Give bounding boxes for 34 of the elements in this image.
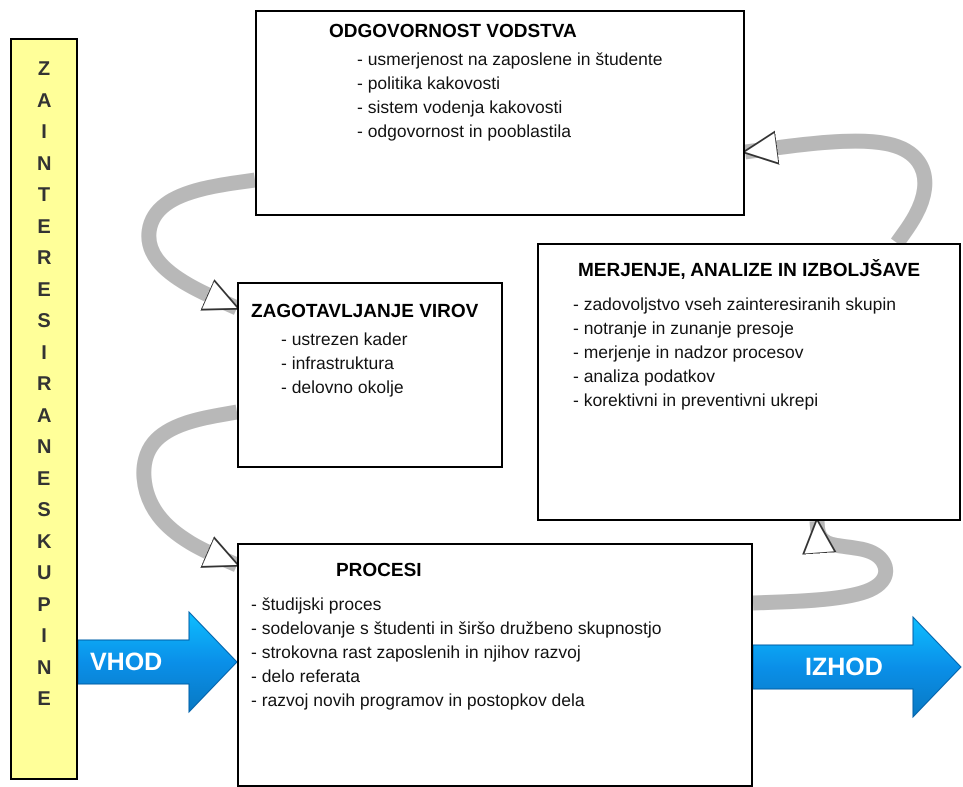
bullet-item: - zadovoljstvo vseh zainteresiranih skupin	[573, 293, 897, 316]
edge-label: VHOD	[90, 647, 162, 677]
bullet-item: - sistem vodenja kakovosti	[357, 96, 564, 119]
bullet-item: - korektivni in preventivni ukrepi	[573, 389, 820, 412]
process-box	[237, 543, 753, 787]
bullet-item: - odgovornost in pooblastila	[357, 120, 572, 143]
box-heading: ZAGOTAVLJANJE VIROV	[251, 300, 480, 323]
box-heading: ODGOVORNOST VODSTVA	[328, 20, 578, 43]
bullet-item: - strokovna rast zaposlenih in njihov razvoj	[251, 641, 582, 664]
process-box	[255, 10, 745, 216]
bullet-item: - študijski proces	[251, 593, 382, 616]
edge-label: IZHOD	[805, 652, 883, 682]
bullet-item: - infrastruktura	[281, 352, 395, 375]
process-box	[537, 243, 961, 521]
box-heading: MERJENJE, ANALIZE IN IZBOLJŠAVE	[576, 258, 922, 283]
bullet-item: - usmerjenost na zaposlene in študente	[357, 48, 664, 71]
stakeholder-bar	[10, 38, 78, 780]
bullet-item: - merjenje in nadzor procesov	[573, 341, 805, 364]
bullet-item: - politika kakovosti	[357, 72, 501, 95]
curved-arrow	[136, 404, 240, 572]
block-arrow	[752, 616, 962, 718]
bullet-item: - delovno okolje	[281, 376, 405, 399]
bullet-item: - analiza podatkov	[573, 365, 716, 388]
block-arrow	[78, 610, 238, 714]
bullet-item: - sodelovanje s študenti in širšo družbeno skupnostjo	[251, 617, 663, 640]
box-heading: PROCESI	[335, 559, 423, 583]
curved-arrow	[141, 172, 256, 315]
bullet-item: - notranje in zunanje presoje	[573, 317, 795, 340]
vertical-label: ZAINTERESIRANE SKUPINE	[36, 57, 59, 712]
bullet-item: - ustrezen kader	[281, 328, 408, 351]
bullet-item: - delo referata	[251, 665, 361, 688]
curved-arrow	[752, 518, 894, 610]
bullet-item: - razvoj novih programov in postopkov dela	[251, 689, 586, 712]
process-box	[237, 282, 503, 468]
